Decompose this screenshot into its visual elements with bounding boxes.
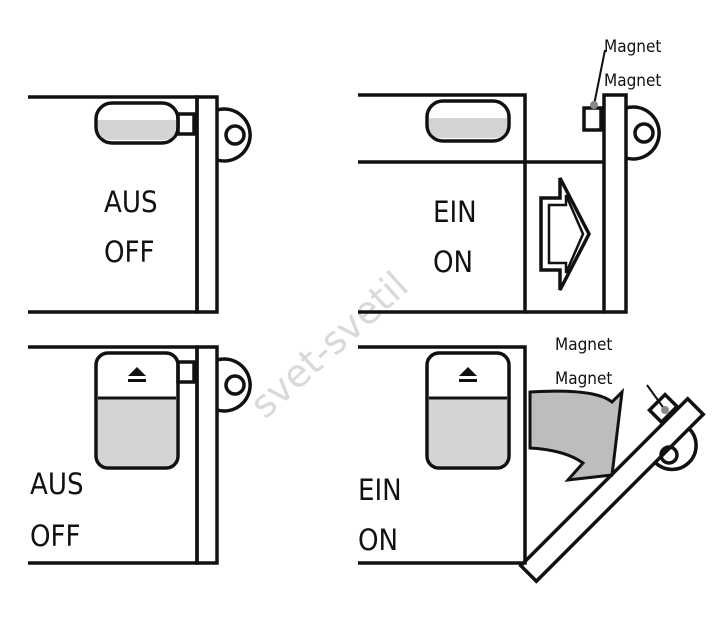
door-open-arrow-icon bbox=[528, 387, 625, 482]
door-panel bbox=[602, 93, 628, 314]
state-label-en: ON bbox=[358, 523, 398, 557]
eject-icon bbox=[128, 367, 146, 382]
door-panel bbox=[195, 345, 219, 565]
door-panel bbox=[518, 396, 706, 584]
eject-icon bbox=[459, 367, 477, 382]
state-label-en: OFF bbox=[30, 519, 81, 553]
magnet-leader bbox=[646, 384, 666, 411]
magnet-leader bbox=[593, 49, 606, 106]
push-arrow-inner bbox=[547, 194, 585, 274]
rocker-button bbox=[425, 99, 511, 143]
panel-top-left bbox=[28, 95, 252, 314]
magnet-block bbox=[647, 392, 680, 425]
panel-top-right bbox=[358, 49, 661, 314]
hinge-ring-inner bbox=[224, 374, 246, 396]
magnet-label: Magnet bbox=[604, 37, 661, 57]
magnet-label: Magnet bbox=[555, 335, 612, 355]
magnet-block bbox=[176, 112, 196, 136]
hinge-ring bbox=[625, 105, 661, 161]
state-label-en: OFF bbox=[104, 235, 155, 269]
hinge-ring bbox=[216, 357, 252, 413]
hinge-ring-inner bbox=[224, 124, 246, 146]
push-arrow-icon bbox=[539, 177, 591, 291]
state-label-en: ON bbox=[433, 245, 473, 279]
panel-bottom-right bbox=[358, 345, 706, 584]
state-label-de: EIN bbox=[358, 473, 402, 507]
magnet-block bbox=[176, 360, 196, 384]
rocker-button bbox=[425, 351, 511, 470]
magnet-label: Magnet bbox=[604, 71, 661, 91]
state-label-de: AUS bbox=[30, 467, 84, 501]
hinge-ring-inner bbox=[633, 122, 655, 144]
hinge-ring bbox=[653, 427, 698, 472]
switch-housing bbox=[358, 93, 527, 314]
hinge-ring bbox=[216, 107, 252, 163]
magnet-label: Magnet bbox=[555, 369, 612, 389]
hinge-ring-inner bbox=[659, 445, 679, 465]
rocker-button-fill bbox=[429, 398, 507, 466]
magnet-dot bbox=[590, 101, 598, 109]
magnet-block bbox=[582, 106, 603, 132]
panel-bottom-left bbox=[28, 345, 252, 565]
door-panel bbox=[195, 95, 219, 314]
state-label-de: AUS bbox=[104, 185, 158, 219]
rocker-button bbox=[94, 351, 180, 470]
rocker-button-fill bbox=[98, 398, 176, 466]
magnet-dot bbox=[661, 406, 669, 414]
watermark: svet-svetil bbox=[242, 263, 417, 427]
rocker-button-fill bbox=[429, 118, 507, 138]
rocker-button-fill bbox=[98, 120, 176, 140]
switch-housing bbox=[358, 345, 527, 565]
rocker-button bbox=[94, 101, 180, 145]
state-label-de: EIN bbox=[433, 195, 477, 229]
